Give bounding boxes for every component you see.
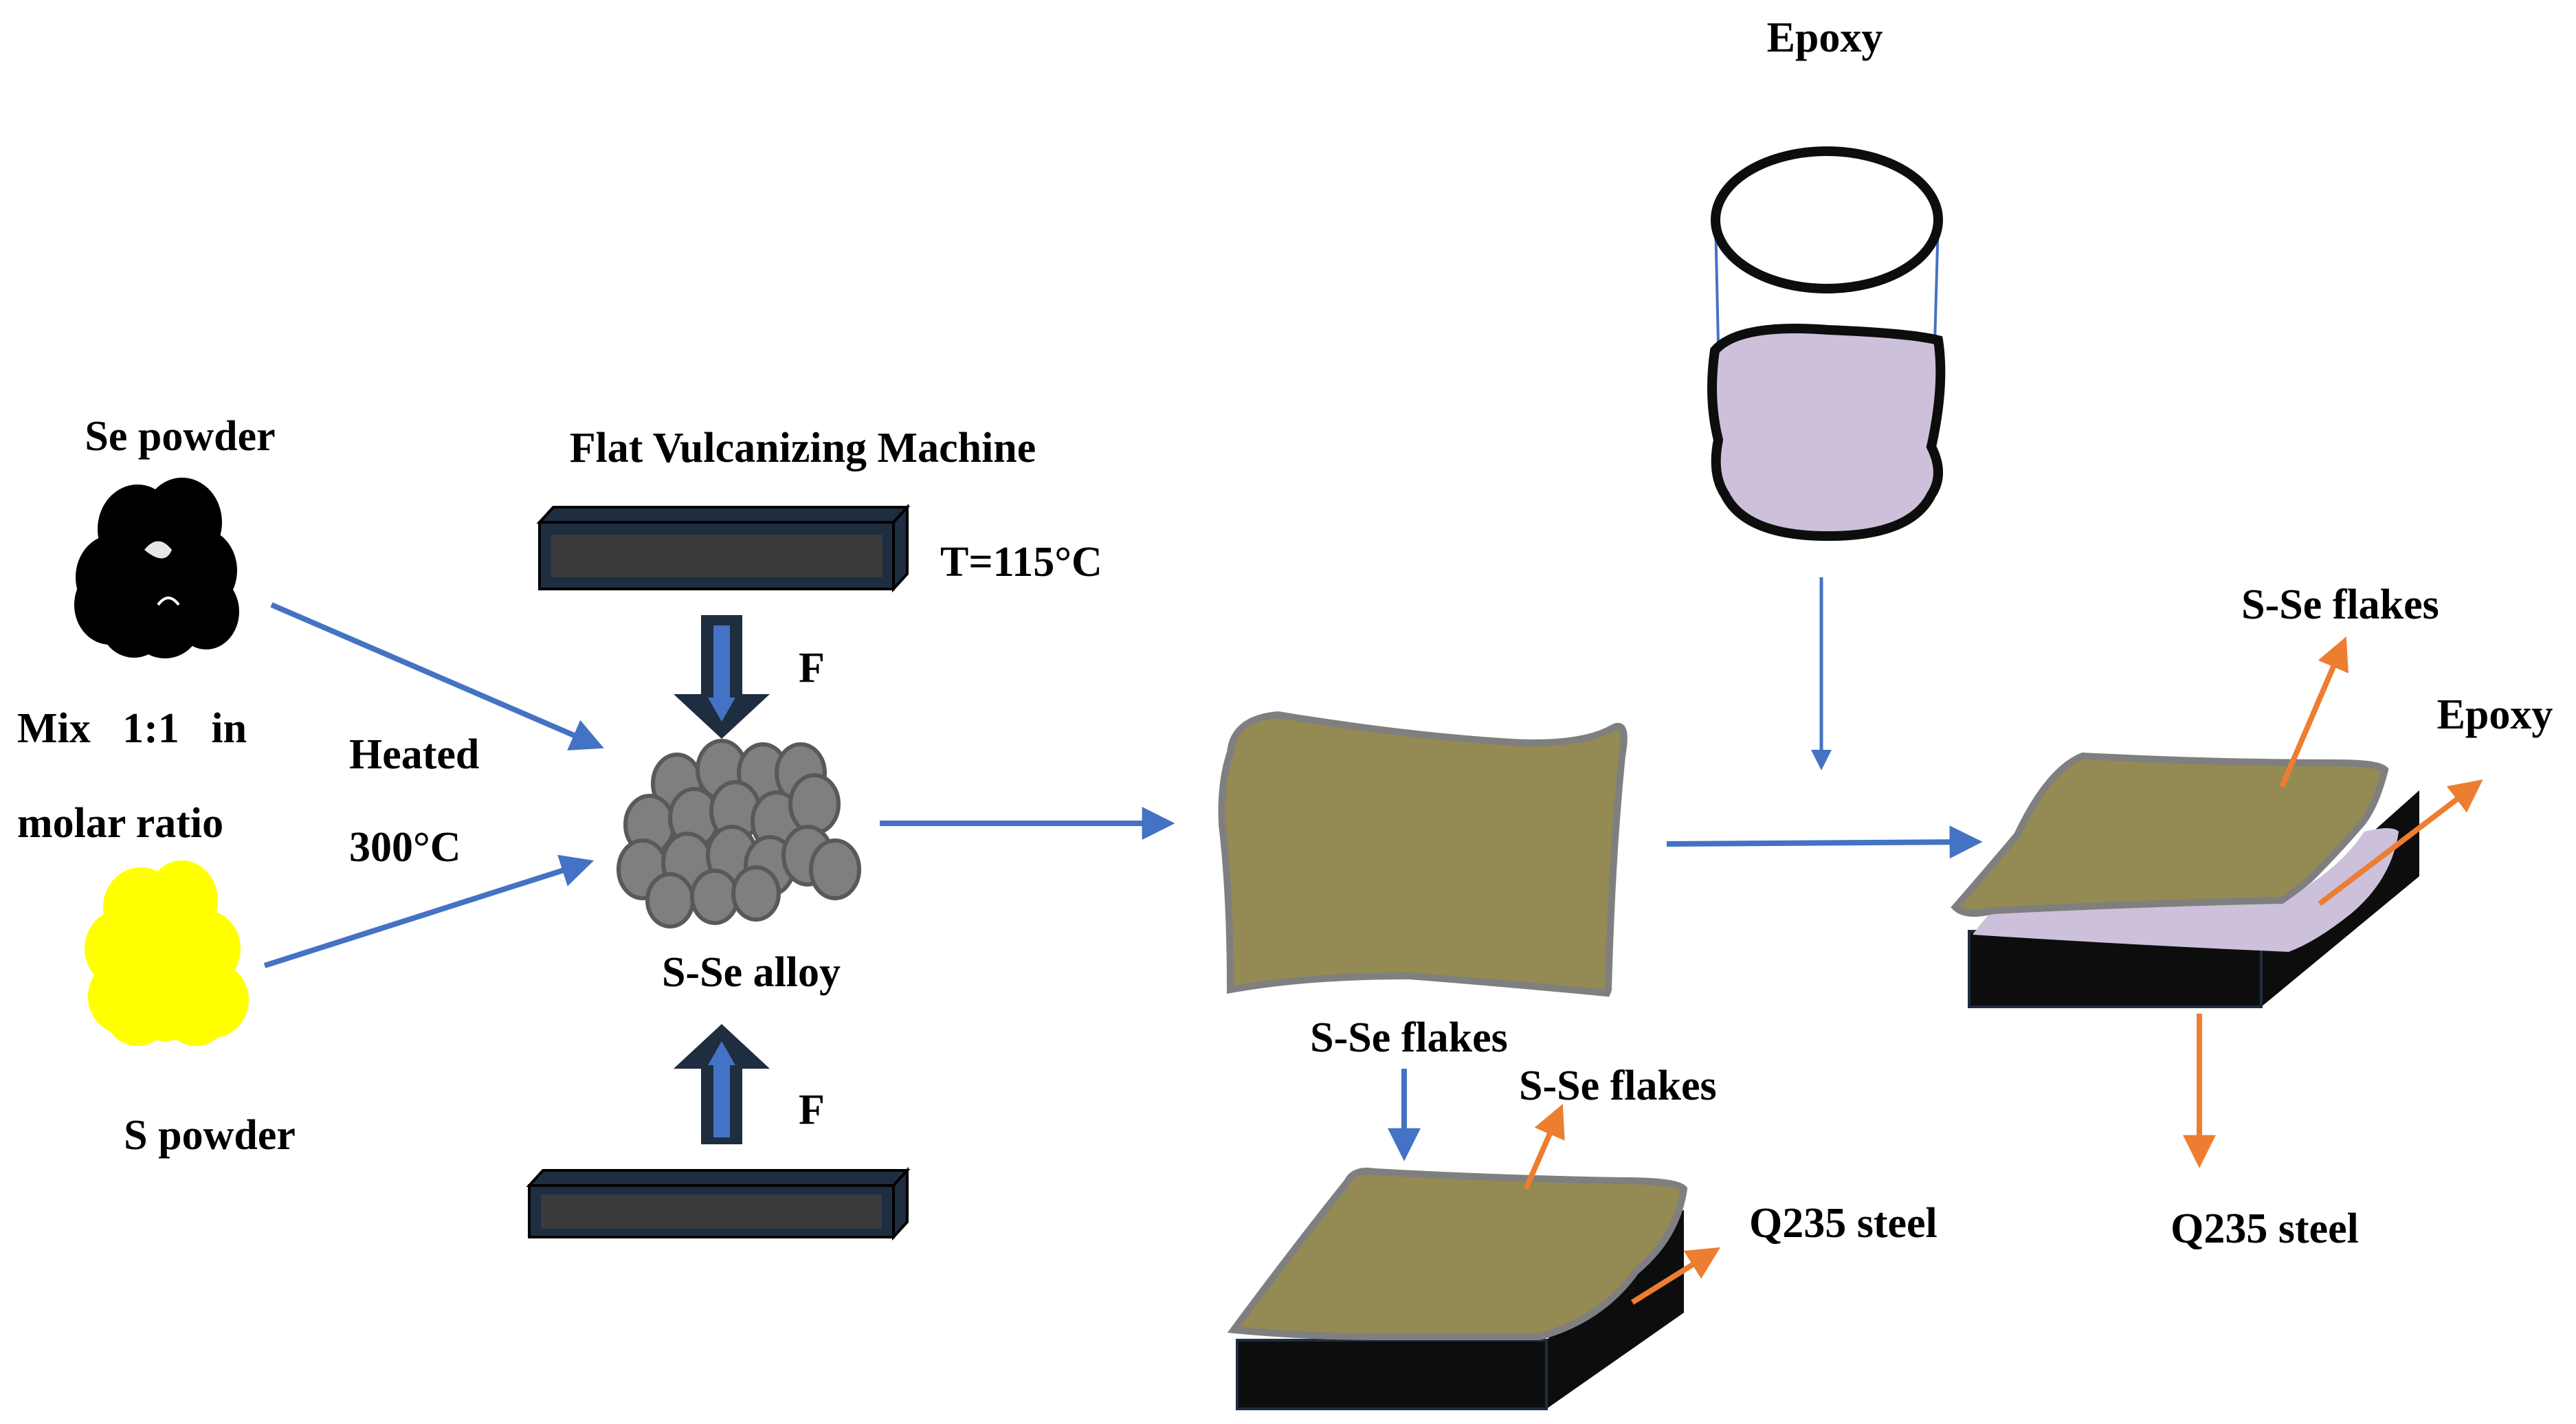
se-powder-label: Se powder <box>85 413 275 460</box>
flakes-pointer-right <box>2279 636 2349 788</box>
steel-label-right: Q235 steel <box>2170 1205 2359 1252</box>
flakes-label-below-sheet: S-Se flakes <box>1310 1014 1508 1061</box>
force-arrow-up <box>674 1024 770 1144</box>
flakes-pointer-left <box>1523 1104 1565 1190</box>
heated-temp-label-line2: 300°C <box>349 824 461 871</box>
steel-pointer-left <box>1630 1247 1721 1305</box>
assembly-right <box>1951 752 2419 1008</box>
lower-press-plate <box>526 1166 911 1241</box>
epoxy-pointer-right <box>2318 779 2483 906</box>
heated-label-line1: Heated <box>349 731 479 778</box>
alloy-label: S-Se alloy <box>662 949 841 996</box>
force-label-top: F <box>799 645 825 691</box>
flakes-label-right: S-Se flakes <box>2241 581 2439 628</box>
temperature-label: T=115°C <box>940 539 1102 586</box>
epoxy-label-right: Epoxy <box>2437 691 2553 738</box>
steel-label-left: Q235 steel <box>1749 1200 1937 1247</box>
flakes-label-on-steel: S-Se flakes <box>1519 1063 1717 1109</box>
epoxy-title: Epoxy <box>1767 14 1883 61</box>
upper-press-plate <box>536 503 911 593</box>
force-label-bottom: F <box>799 1087 825 1133</box>
s-powder-label: S powder <box>124 1112 296 1159</box>
s-powder-cluster <box>85 860 249 1046</box>
s-se-flake-sheet <box>1218 711 1628 997</box>
sheet-to-assembly-arrow <box>1666 825 1983 859</box>
s-se-alloy-cluster <box>617 739 861 928</box>
steel-with-flake-left <box>1227 1168 1688 1410</box>
s-to-alloy-arrow <box>263 854 595 968</box>
epoxy-beaker <box>1707 146 1946 542</box>
se-powder-cluster <box>74 478 239 658</box>
mix-ratio-label-line1: Mix 1:1 in <box>17 705 247 752</box>
se-to-alloy-arrow <box>270 602 604 750</box>
machine-title: Flat Vulcanizing Machine <box>570 425 1036 471</box>
mix-ratio-label-line2: molar ratio <box>17 800 223 847</box>
force-arrow-down <box>674 615 770 739</box>
